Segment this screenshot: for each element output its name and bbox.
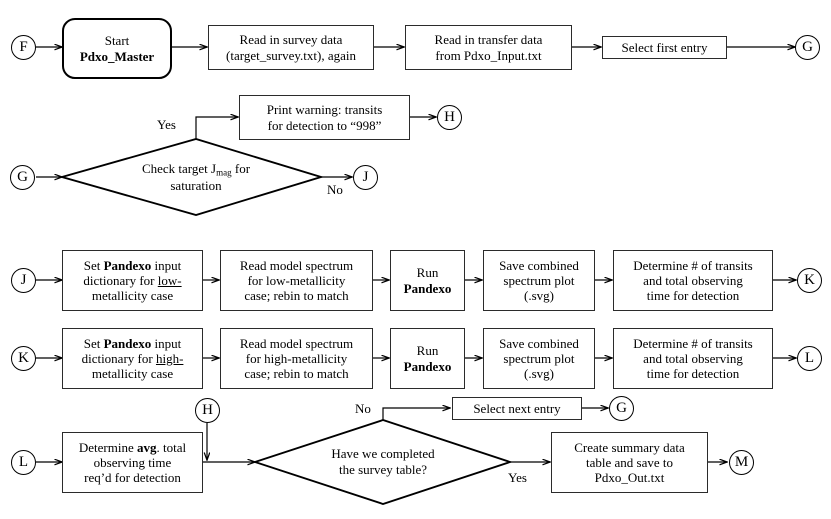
node-create-summary-table: Create summary data table and save to Pd… (551, 432, 708, 493)
node-select-first-entry: Select first entry (602, 36, 727, 59)
node-line: case; rebin to match (244, 366, 349, 382)
node-select-next-entry: Select next entry (452, 397, 582, 420)
node-line: (.svg) (524, 288, 554, 304)
connector-label: H (202, 402, 213, 418)
connector-label: J (20, 272, 27, 288)
node-line: Check target Jmag for (141, 160, 251, 177)
node-line: for low-metallicity (247, 272, 346, 288)
connector-h-bottom: H (195, 398, 220, 423)
node-line: spectrum plot (503, 350, 575, 366)
node-line: Save combined (499, 257, 579, 273)
node-line: Determine # of transits (633, 257, 753, 273)
node-line: for detection to “998” (267, 117, 382, 133)
node-line: Pdxo_Master (79, 48, 155, 64)
node-start-pdxo-master: Start Pdxo_Master (62, 18, 172, 79)
connector-label: K (804, 272, 815, 288)
node-read-model-spectrum-low: Read model spectrum for low-metallicity … (220, 250, 373, 311)
node-line: metallicity case (91, 288, 174, 304)
node-line: saturation (170, 177, 222, 193)
connector-g-bottom: G (609, 396, 634, 421)
node-line: Start (104, 33, 130, 49)
node-set-pandexo-input-low: Set Pandexo input dictionary for low- me… (62, 250, 203, 311)
node-line: observing time (93, 454, 172, 470)
node-line: Pandexo (403, 358, 452, 374)
node-determine-avg-time: Determine avg. total observing time req’… (62, 432, 203, 493)
node-read-survey-data: Read in survey data (target_survey.txt),… (208, 25, 374, 70)
node-set-pandexo-input-high: Set Pandexo input dictionary for high- m… (62, 328, 203, 389)
connector-l-left: L (11, 450, 36, 475)
connector-label: J (362, 169, 369, 185)
connector-f: F (11, 35, 36, 60)
node-line: Read in transfer data (434, 32, 543, 48)
edge-label-no-top: No (327, 182, 343, 197)
connector-label: G (802, 39, 813, 55)
node-line: time for detection (646, 366, 740, 382)
node-line: Have we completed (331, 446, 435, 462)
node-line: Pdxo_Out.txt (594, 470, 665, 486)
connector-l-right: L (797, 346, 822, 371)
node-line: metallicity case (91, 366, 174, 382)
node-line: Print warning: transits (266, 102, 383, 118)
node-line: table and save to (586, 454, 673, 470)
connector-m-right: M (729, 450, 754, 475)
node-line: (target_survey.txt), again (226, 47, 356, 63)
connector-k-left: K (11, 346, 36, 371)
node-read-transfer-data: Read in transfer data from Pdxo_Input.tx… (405, 25, 572, 70)
node-line: req’d for detection (84, 470, 181, 486)
node-line: Read in survey data (239, 32, 343, 48)
connector-label: M (734, 454, 749, 470)
node-run-pandexo-high: Run Pandexo (390, 328, 465, 389)
connector-label: L (18, 454, 29, 470)
connector-g-left: G (10, 165, 35, 190)
connector-g-top: G (795, 35, 820, 60)
node-line: Determine # of transits (633, 335, 753, 351)
connector-label: G (616, 400, 627, 416)
node-line: Set Pandexo input (83, 257, 182, 273)
node-line: Read model spectrum (239, 335, 354, 351)
connector-label: H (444, 109, 455, 125)
edge-label-yes-bottom: Yes (508, 470, 527, 485)
connector-j-right: J (353, 165, 378, 190)
node-line: the survey table? (338, 462, 428, 477)
connector-h-top: H (437, 105, 462, 130)
node-line: Set Pandexo input (83, 335, 182, 351)
node-print-warning: Print warning: transits for detection to… (239, 95, 410, 140)
connector-label: K (18, 350, 29, 366)
node-line: Pandexo (403, 280, 452, 296)
connector-label: L (804, 350, 815, 366)
node-line: Select first entry (621, 39, 708, 55)
node-read-model-spectrum-high: Read model spectrum for high-metallicity… (220, 328, 373, 389)
node-line: Select next entry (473, 400, 561, 416)
connector-label: G (17, 169, 28, 185)
node-save-spectrum-plot-low: Save combined spectrum plot (.svg) (483, 250, 595, 311)
node-save-spectrum-plot-high: Save combined spectrum plot (.svg) (483, 328, 595, 389)
node-line: Read model spectrum (239, 257, 354, 273)
node-line: Run (416, 265, 439, 281)
node-line: dictionary for low- (83, 272, 182, 288)
node-line: time for detection (646, 288, 740, 304)
node-line: and total observing (643, 350, 743, 366)
node-line: spectrum plot (503, 272, 575, 288)
node-determine-transits-low: Determine # of transits and total observ… (613, 250, 773, 311)
node-line: (.svg) (524, 366, 554, 382)
node-line: from Pdxo_Input.txt (435, 47, 542, 63)
node-line: Save combined (499, 335, 579, 351)
node-line: for high-metallicity (245, 350, 348, 366)
edge-label-no-bottom: No (355, 401, 371, 416)
connector-k-right: K (797, 268, 822, 293)
node-line: Determine avg. total (78, 439, 187, 455)
node-run-pandexo-low: Run Pandexo (390, 250, 465, 311)
node-line: and total observing (643, 272, 743, 288)
decision-jmag-label: Check target Jmag for saturation (106, 157, 286, 197)
edge-label-yes-top: Yes (157, 117, 176, 132)
connector-j-left: J (11, 268, 36, 293)
connector-label: F (19, 39, 28, 55)
node-line: Create summary data (574, 439, 685, 455)
decision-survey-complete-label: Have we completed the survey table? (293, 442, 473, 482)
node-determine-transits-high: Determine # of transits and total observ… (613, 328, 773, 389)
node-line: dictionary for high- (81, 350, 184, 366)
node-line: case; rebin to match (244, 288, 349, 304)
node-line: Run (416, 343, 439, 359)
